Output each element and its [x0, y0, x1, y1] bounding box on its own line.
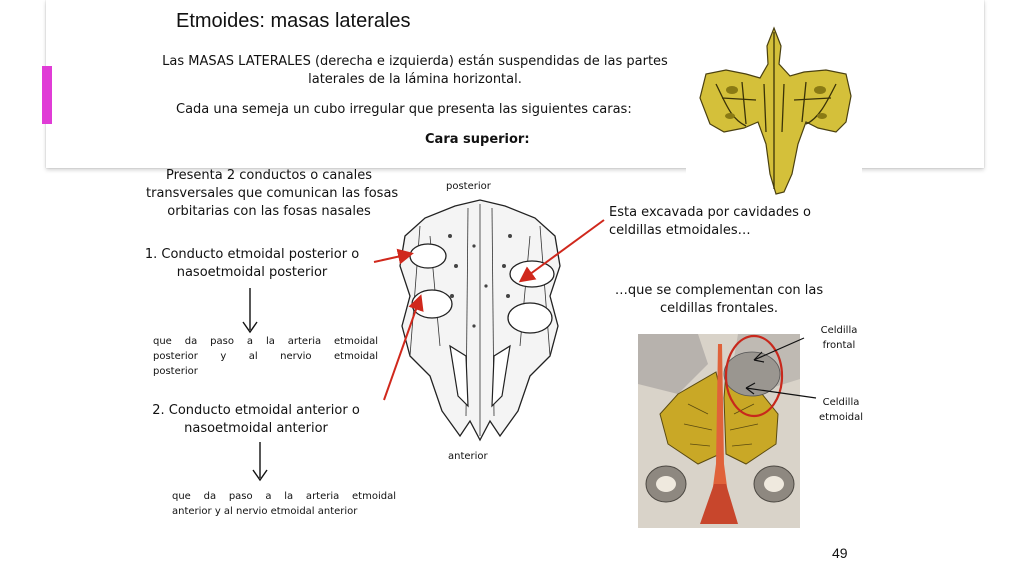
anterior-desc-line-2: anterior y al nervio etmoidal anterior — [172, 506, 358, 517]
ethmoid-pointer-head — [745, 382, 756, 395]
conduits-line-1: Presenta 2 conductos o canales — [165, 168, 372, 183]
posterior-line-2: nasoetmoidal posterior — [176, 265, 328, 280]
posterior-conduit-heading: 1. Conducto etmoidal posterior o nasoetm… — [134, 246, 370, 282]
intro-cube-text: Cada una semeja un cubo irregular que pr… — [176, 102, 632, 117]
ethmoid-engraving-image — [399, 199, 561, 442]
intro-line-1: Las MASAS LATERALES (derecha e izquierda… — [162, 54, 668, 69]
ethmoid-pointer-line — [745, 387, 817, 399]
posterior-pointer-arrow — [373, 248, 414, 265]
posterior-desc-line-3: posterior — [153, 366, 198, 377]
ethmoid-label-line-1: Celdilla — [822, 397, 860, 408]
frontal-cell-highlight — [724, 334, 784, 418]
cells-line-2: celdillas etmoidales… — [609, 223, 751, 238]
conduits-intro: Presenta 2 conductos o canales transvers… — [146, 167, 399, 221]
page-number: 49 — [832, 545, 848, 561]
complement-line-2: celdillas frontales. — [659, 301, 779, 316]
ethmoid-bone-image — [686, 24, 862, 196]
complement-text: …que se complementan con las celdillas f… — [602, 282, 836, 318]
ethmoid-cell-label: Celdilla etmoidal — [808, 395, 874, 425]
anterior-desc-line-1: que da paso a la arteria etmoidal — [172, 491, 396, 502]
cells-pointer-arrow — [518, 219, 605, 283]
anterior-line-2: nasoetmoidal anterior — [184, 421, 328, 436]
slide-title: Etmoides: masas laterales — [176, 10, 411, 32]
frontal-label-line-2: frontal — [822, 340, 856, 351]
anterior-line-1: 2. Conducto etmoidal anterior o — [152, 403, 360, 418]
posterior-desc-line-1: que da paso a la arteria etmoidal — [153, 336, 378, 347]
ethmoid-label-line-2: etmoidal — [819, 412, 863, 423]
frontal-pointer-line — [753, 337, 805, 361]
down-arrow-icon — [252, 442, 268, 482]
intro-text: Las MASAS LATERALES (derecha e izquierda… — [150, 53, 680, 89]
posterior-description: que da paso a la arteria etmoidal poster… — [153, 334, 378, 379]
frontal-cell-label: Celdilla frontal — [806, 323, 872, 353]
coronal-section-image — [638, 334, 800, 528]
frontal-pointer-head — [753, 351, 765, 363]
frontal-label-line-1: Celdilla — [820, 325, 858, 336]
posterior-line-1: 1. Conducto etmoidal posterior o — [144, 247, 360, 262]
down-arrow-icon — [242, 288, 258, 334]
conduits-line-3: orbitarias con las fosas nasales — [167, 204, 371, 219]
complement-line-1: …que se complementan con las — [614, 283, 824, 298]
posterior-desc-line-2: posterior y al nervio etmoidal — [153, 351, 378, 362]
anterior-conduit-heading: 2. Conducto etmoidal anterior o nasoetmo… — [138, 402, 374, 438]
anterior-label: anterior — [448, 451, 488, 462]
face-heading: Cara superior: — [425, 132, 530, 147]
intro-line-2: laterales de la lámina horizontal. — [308, 72, 522, 87]
anterior-description: que da paso a la arteria etmoidal anteri… — [172, 489, 396, 519]
cells-line-1: Esta excavada por cavidades o — [609, 205, 811, 220]
posterior-label: posterior — [446, 181, 491, 192]
conduits-line-2: transversales que comunican las fosas — [146, 186, 399, 201]
accent-bar — [42, 66, 52, 124]
cells-text: Esta excavada por cavidades o celdillas … — [609, 204, 811, 240]
anterior-pointer-arrow — [383, 294, 424, 401]
